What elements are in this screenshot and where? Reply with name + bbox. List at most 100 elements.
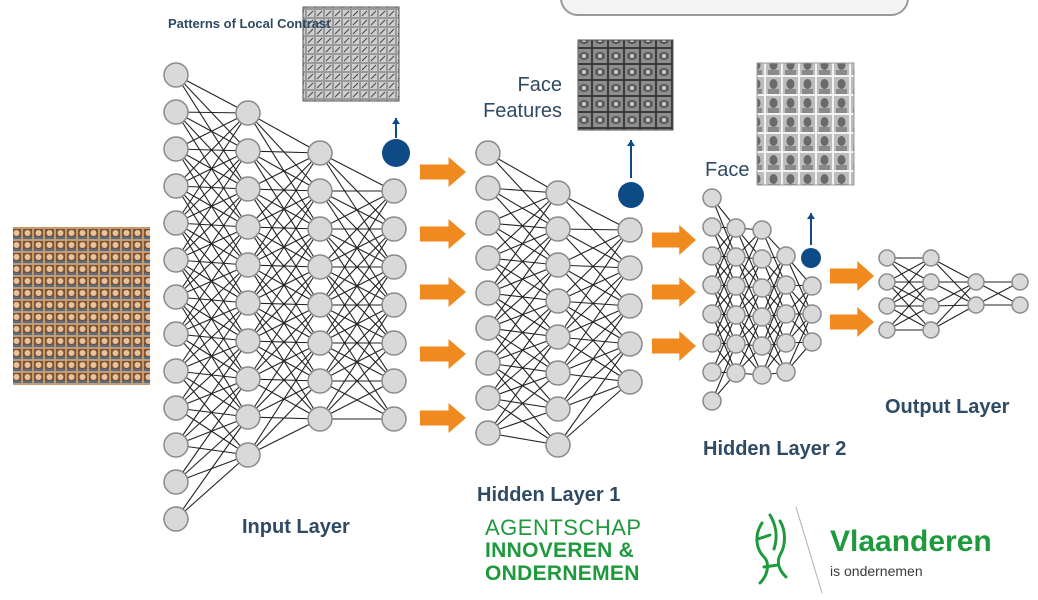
- hidden2-edge: [711, 343, 737, 402]
- input-layer-node: [381, 406, 407, 432]
- hidden-layer-1-node: [475, 350, 501, 376]
- hidden-layer-2-node: [752, 249, 772, 269]
- output-layer-node: [878, 321, 896, 339]
- input-edge: [175, 112, 249, 187]
- input-edge: [319, 266, 395, 344]
- input-layer-node: [307, 292, 333, 318]
- hidden1-edge: [487, 152, 559, 194]
- vlaanderen-name: Vlaanderen: [830, 525, 992, 558]
- agency-logo: AGENTSCHAP INNOVEREN & ONDERNEMEN: [485, 516, 642, 585]
- input-edge: [175, 188, 249, 261]
- input-edge: [175, 378, 249, 446]
- hidden-layer-2-node: [752, 278, 772, 298]
- hidden-layer-2-node: [776, 246, 796, 266]
- input-layer-node: [163, 173, 189, 199]
- hidden-layer-2-node: [702, 362, 722, 382]
- hidden2-edge: [735, 316, 763, 374]
- input-layer-node: [235, 366, 261, 392]
- input-edge: [247, 152, 321, 266]
- input-layer-node: [307, 254, 333, 280]
- hidden-layer-1-node: [475, 175, 501, 201]
- input-layer-node: [307, 216, 333, 242]
- hidden-layer-1-node: [617, 255, 643, 281]
- input-edge: [247, 266, 321, 342]
- output-edge: [886, 257, 932, 307]
- hidden2-edge: [785, 313, 813, 373]
- output-layer-node: [922, 273, 940, 291]
- hidden-layer-2-node: [726, 305, 746, 325]
- input-edge: [175, 150, 249, 261]
- hidden2-edge: [711, 314, 737, 373]
- hidden1-edge: [557, 228, 631, 307]
- contrast-feature-node-arrow-head: [392, 118, 400, 124]
- vlaanderen-logo: Vlaanderen is ondernemen: [750, 505, 1000, 595]
- input-layer-node: [307, 368, 333, 394]
- output-layer-node: [922, 297, 940, 315]
- agency-line-3: ONDERNEMEN: [485, 562, 640, 585]
- input-edge: [247, 112, 321, 154]
- input-layer-node: [235, 404, 261, 430]
- hidden2-edge: [735, 287, 763, 345]
- hidden-layer-2-node: [776, 333, 796, 353]
- hidden-layer-1-node: [545, 216, 571, 242]
- hidden-layer-1-node: [475, 280, 501, 306]
- hidden-layer-1-node: [475, 245, 501, 271]
- hidden1-edge: [487, 300, 559, 399]
- hidden-layer-2-node: [802, 332, 822, 352]
- patterns-label: Patterns of Local Contrast: [168, 16, 331, 31]
- hidden-layer-2-node: [726, 363, 746, 383]
- face-label: Face: [705, 159, 750, 181]
- input-layer-node: [381, 254, 407, 280]
- transfer-arrow: [652, 225, 696, 255]
- hidden1-edge: [557, 336, 631, 383]
- output-layer-node: [878, 273, 896, 291]
- output-layer-node: [922, 249, 940, 267]
- hidden1-edge: [487, 192, 559, 294]
- input-edge: [319, 342, 395, 420]
- hidden-layer-1-node: [545, 396, 571, 422]
- hidden-layer-1-node: [617, 331, 643, 357]
- hidden2-edge: [785, 285, 813, 344]
- input-layer-node: [163, 358, 189, 384]
- hidden1-edge: [557, 343, 631, 374]
- hidden2-edge: [711, 285, 737, 344]
- hidden-layer-1-node: [545, 252, 571, 278]
- input-edge: [175, 226, 249, 298]
- input-edge: [175, 302, 249, 409]
- input-layer-node: [235, 442, 261, 468]
- input-layer-node: [235, 328, 261, 354]
- hidden-layer-1-node: [475, 140, 501, 166]
- input-edge: [175, 264, 249, 372]
- face-feature-node-arrow-head: [627, 140, 635, 146]
- hidden-layer-2-node: [752, 336, 772, 356]
- output-layer-node: [922, 321, 940, 339]
- input-edge: [175, 112, 249, 150]
- agency-line-2: INNOVEREN &: [485, 539, 635, 562]
- input-layer-node: [163, 432, 189, 458]
- transfer-arrow: [420, 339, 466, 369]
- hidden2-edge: [761, 284, 787, 347]
- input-layer-node: [307, 406, 333, 432]
- hidden-layer-2-node: [702, 304, 722, 324]
- face-feature-node: [618, 182, 644, 208]
- hidden-layer-2-node: [752, 220, 772, 240]
- input-edge: [175, 340, 249, 409]
- hidden1-edge: [557, 300, 631, 383]
- hidden-layer-1-label: Hidden Layer 1: [477, 484, 621, 506]
- hidden1-edge: [557, 300, 631, 345]
- input-edge: [175, 416, 249, 520]
- hidden2-edge: [761, 313, 787, 376]
- hidden1-edge: [487, 372, 559, 434]
- input-edge: [319, 190, 395, 230]
- input-edge: [247, 152, 321, 190]
- input-edge: [319, 304, 395, 420]
- input-edge: [247, 190, 321, 266]
- top-pill-shape: [560, 0, 909, 16]
- face-features-label: Face Features: [483, 74, 562, 122]
- hidden-layer-2-node: [776, 362, 796, 382]
- contrast-feature-node: [382, 139, 410, 167]
- input-edge: [247, 266, 321, 380]
- hidden1-edge: [557, 229, 631, 266]
- local-contrast-filters-image: [302, 6, 400, 102]
